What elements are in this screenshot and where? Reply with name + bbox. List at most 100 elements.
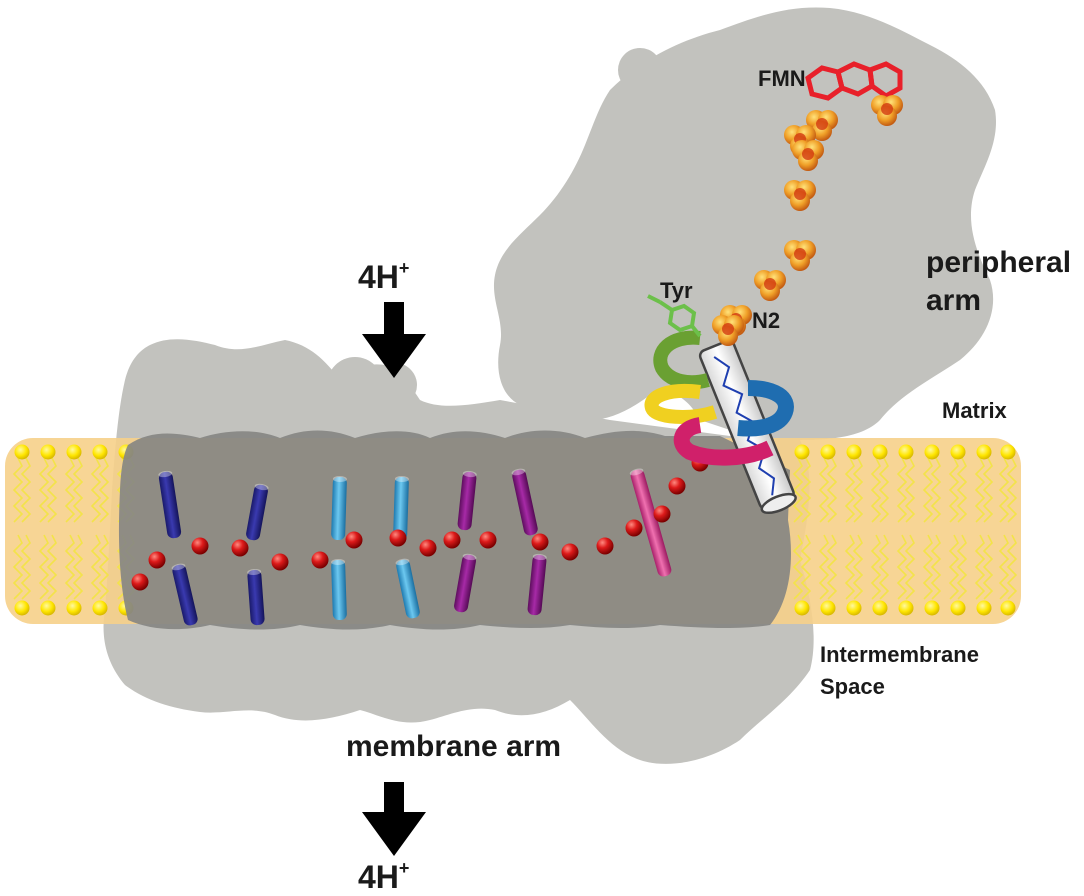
lipid-tail xyxy=(72,457,84,523)
lipid-tail xyxy=(974,457,986,523)
down-arrow-icon xyxy=(362,782,426,856)
proton-out-label: 4H+ xyxy=(358,858,409,895)
lipid-head xyxy=(924,600,940,616)
lipid-tail xyxy=(904,457,916,523)
lipid-tail xyxy=(818,457,830,523)
lipid-tail xyxy=(878,457,890,523)
tm-helix-cap xyxy=(629,468,644,476)
tm-helix-body xyxy=(630,469,672,577)
lipid-tail xyxy=(956,457,968,523)
lipid-tail xyxy=(1006,534,1018,600)
lipid-tail xyxy=(818,534,830,600)
water-molecule xyxy=(479,531,497,549)
tyr-label: Tyr xyxy=(660,278,693,303)
lipid-head xyxy=(820,444,836,460)
lipid-tail xyxy=(922,534,934,600)
water-molecule xyxy=(596,537,614,555)
water-chain xyxy=(131,454,709,591)
yellow-ring xyxy=(644,384,718,424)
fes-iron xyxy=(794,248,806,260)
lipid-head xyxy=(976,444,992,460)
tm-helix xyxy=(457,470,477,531)
lipid-head xyxy=(1000,444,1016,460)
blue-ring xyxy=(737,380,794,437)
lipid-head xyxy=(14,600,30,616)
lipid-tail xyxy=(12,457,24,523)
lipid-tail xyxy=(844,457,856,523)
tm-helix-cap xyxy=(395,558,410,566)
lipid-tail xyxy=(826,457,838,523)
lipid-tail xyxy=(90,534,102,600)
lipid-head xyxy=(898,444,914,460)
tm-helix-body xyxy=(396,559,420,619)
tm-helix-body xyxy=(527,554,547,616)
lipid-tail xyxy=(870,534,882,600)
tm-helices xyxy=(158,468,672,626)
fes-iron xyxy=(764,278,776,290)
tm-helix-cap xyxy=(394,475,409,483)
water-molecule xyxy=(668,477,686,495)
fes-cluster-icon xyxy=(754,270,786,301)
tm-helix-body xyxy=(457,471,477,531)
lipid-tail xyxy=(948,457,960,523)
lipid-head xyxy=(66,444,82,460)
lipid-head xyxy=(40,600,56,616)
lipid-tail xyxy=(72,534,84,600)
peripheral-arm-label-line2: arm xyxy=(926,284,981,317)
tm-helix-cap xyxy=(254,483,269,491)
tyrosine-icon xyxy=(647,294,702,338)
tm-helix-body xyxy=(331,476,347,541)
water-molecule xyxy=(231,539,249,557)
lipid-tail xyxy=(46,457,58,523)
proton-in-label: 4H+ xyxy=(358,258,409,295)
tm-helix xyxy=(629,468,672,577)
water-molecule xyxy=(345,531,363,549)
down-arrow-icon xyxy=(362,302,426,378)
tm-helix-body xyxy=(247,569,265,626)
lipid-tail xyxy=(974,534,986,600)
water-molecule xyxy=(311,551,329,569)
fes-cluster-icon xyxy=(871,95,903,126)
tm-helix-body xyxy=(454,554,476,613)
protein-bump xyxy=(327,357,383,413)
water-molecule xyxy=(625,519,643,537)
lipid-tail xyxy=(20,457,32,523)
tm-helix xyxy=(158,470,182,539)
protein-bump xyxy=(618,48,662,92)
water-molecule xyxy=(653,505,671,523)
fes-iron xyxy=(722,323,734,335)
tm-helix-cap xyxy=(462,553,477,561)
fmn-ring-icon xyxy=(805,61,903,101)
water-molecule xyxy=(271,553,289,571)
water-molecule xyxy=(443,531,461,549)
tm-helix xyxy=(246,483,269,541)
peripheral-arm-label-line1: peripheral xyxy=(926,246,1071,279)
lipid-tail xyxy=(844,534,856,600)
lipid-head xyxy=(846,444,862,460)
lipid-tail xyxy=(826,534,838,600)
lipid-tail xyxy=(930,534,942,600)
tm-helix xyxy=(393,475,409,541)
lipid-tail xyxy=(922,457,934,523)
intermembrane-label-line1: Intermembrane xyxy=(820,642,979,667)
lipid-tail xyxy=(64,534,76,600)
tm-helix xyxy=(331,558,347,621)
lipid-tail xyxy=(792,534,804,600)
intermembrane-label-line2: Space xyxy=(820,674,885,699)
tm-helix-cap xyxy=(158,470,173,478)
lipid-tail xyxy=(98,534,110,600)
lipid-tail xyxy=(800,534,812,600)
water-molecule xyxy=(561,543,579,561)
lipid-tail xyxy=(46,534,58,600)
lipid-tail xyxy=(870,457,882,523)
lipid-tail xyxy=(38,534,50,600)
lipid-tail xyxy=(20,534,32,600)
lipid-tail xyxy=(12,534,24,600)
lipid-head xyxy=(924,444,940,460)
lipid-tail xyxy=(904,534,916,600)
fes-iron xyxy=(794,188,806,200)
lipid-head xyxy=(820,600,836,616)
fes-cluster-icon xyxy=(792,140,824,171)
